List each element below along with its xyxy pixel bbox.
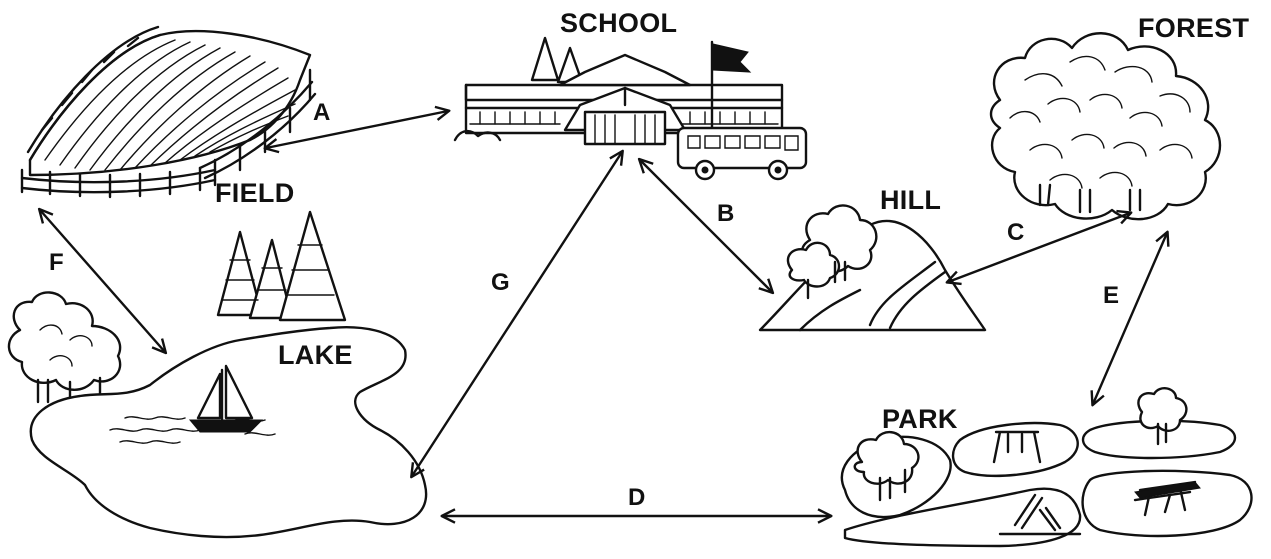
route-c-arrow: [945, 209, 1133, 286]
forest-illustration: [989, 32, 1222, 221]
forest-label: FOREST: [1138, 13, 1250, 43]
hill-label: HILL: [880, 185, 942, 215]
route-d-label: D: [628, 484, 646, 511]
park-label: PARK: [882, 404, 958, 434]
school-illustration: [453, 36, 808, 181]
route-f-label: F: [49, 249, 64, 276]
route-c-label: C: [1007, 219, 1025, 246]
lake-label: LAKE: [278, 340, 353, 370]
route-g-arrow: [410, 149, 624, 479]
route-a-arrow: [263, 105, 451, 154]
route-e-arrow: [1090, 230, 1170, 407]
route-b-label: B: [717, 200, 735, 227]
school-label: SCHOOL: [560, 8, 678, 38]
route-b-arrow: [637, 157, 775, 295]
hill-illustration: [758, 204, 987, 332]
route-f-arrow: [37, 207, 168, 355]
route-arrows: [37, 105, 1170, 524]
field-illustration: [20, 25, 317, 199]
field-label: FIELD: [215, 178, 295, 208]
route-e-label: E: [1103, 282, 1120, 309]
route-a-label: A: [313, 99, 331, 126]
lake-illustration: [7, 210, 428, 539]
route-g-label: G: [491, 269, 510, 296]
park-illustration: [840, 387, 1253, 548]
